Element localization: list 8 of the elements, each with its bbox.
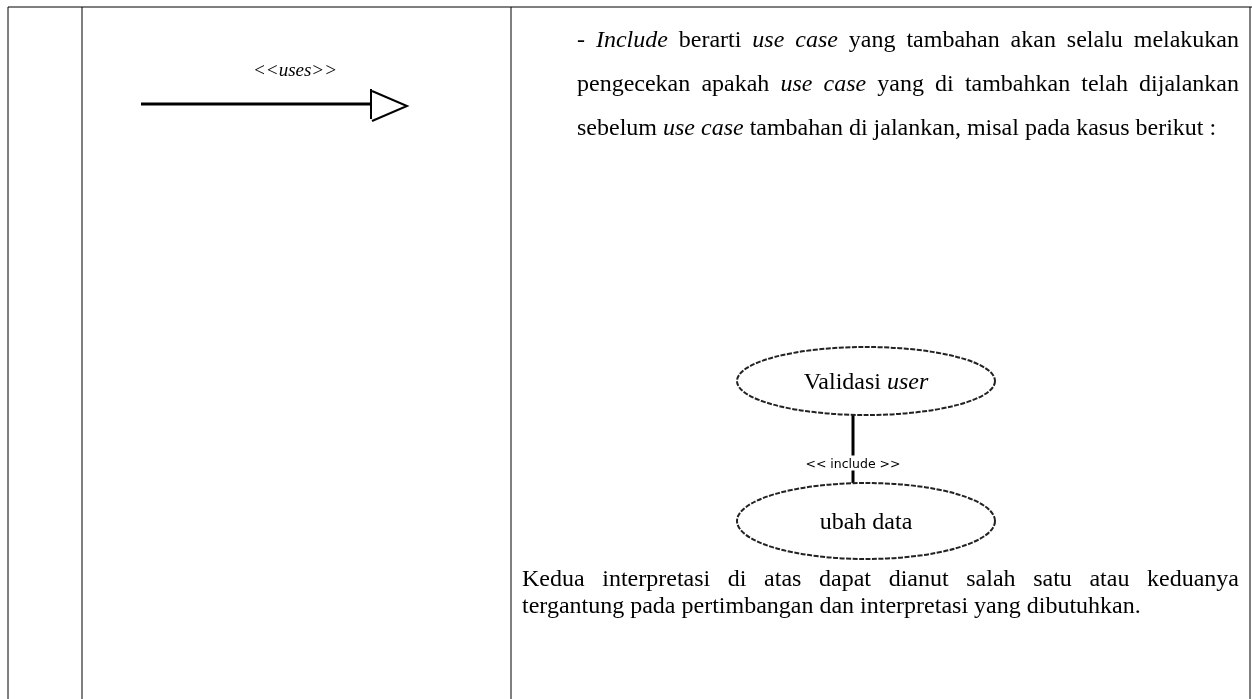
stereotype-label: <<uses>>: [252, 58, 338, 82]
paragraph: Kedua interpretasi di atas dapat dianut salah satu atau keduanya tergantung pada pertimbangan dan interpretasi yang dibutuhkan.: [522, 565, 1239, 619]
use-case-ellipse: [735, 345, 997, 417]
use-case-ellipse: [735, 481, 997, 561]
edge-label: << include >>: [805, 455, 901, 471]
use-case-name: Validasi user: [803, 367, 929, 395]
paragraph: - Include berarti use case yang tambahan akan selalu melakukan pengecekan apakah use case yang di tambahkan telah dijalankan sebelum use case tambahan di jalankan, misal pada kasus berikut :: [577, 25, 1239, 142]
use-case-name: ubah data: [819, 507, 913, 535]
